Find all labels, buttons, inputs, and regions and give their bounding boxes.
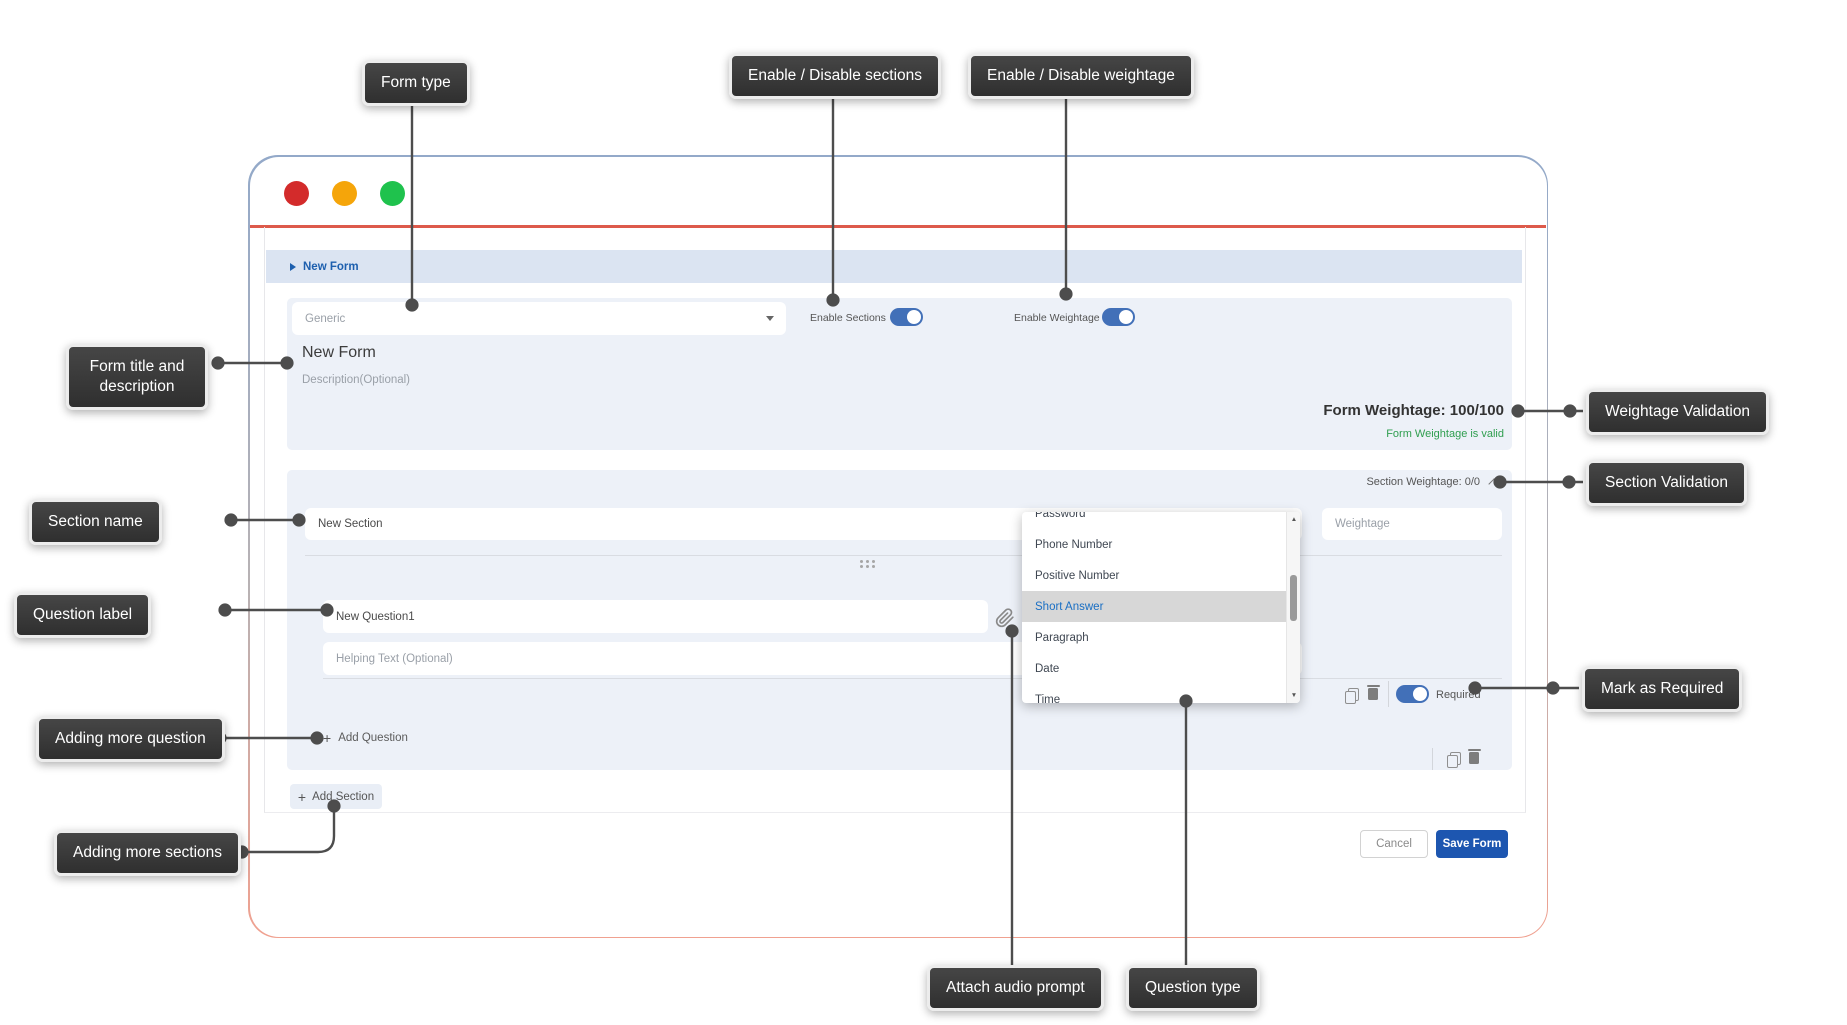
- scrollbar-thumb[interactable]: [1290, 575, 1297, 621]
- plus-icon: +: [297, 788, 307, 805]
- plus-icon: +: [323, 730, 332, 746]
- callout-attach-audio-prompt: Attach audio prompt: [927, 965, 1104, 1012]
- form-title-input[interactable]: New Form: [302, 344, 376, 361]
- form-weightage-status: Form Weightage is valid: [1386, 428, 1504, 440]
- enable-weightage-label: Enable Weightage: [1014, 312, 1100, 324]
- callout-weightage-validation: Weightage Validation: [1586, 389, 1770, 436]
- cancel-button[interactable]: Cancel: [1360, 830, 1428, 858]
- section-divider: [305, 555, 1502, 556]
- copy-question-icon[interactable]: [1344, 688, 1359, 704]
- footer-divider: [1388, 681, 1389, 707]
- callout-adding-more-question: Adding more question: [36, 716, 225, 763]
- enable-sections-toggle[interactable]: [890, 308, 923, 326]
- add-question-button[interactable]: + Add Question: [323, 731, 408, 745]
- dropdown-scrollbar[interactable]: ▲ ▼: [1286, 512, 1300, 703]
- dropdown-item-password[interactable]: Password: [1035, 512, 1086, 520]
- form-description-input[interactable]: Description(Optional): [302, 374, 411, 386]
- titlebar-divider: [250, 225, 1546, 228]
- callout-form-type: Form type: [362, 60, 470, 107]
- section-footer-divider: [1432, 748, 1433, 770]
- dropdown-item-phone-number[interactable]: Phone Number: [1035, 538, 1113, 551]
- dropdown-item-short-answer[interactable]: Short Answer: [1022, 591, 1286, 622]
- enable-weightage-toggle[interactable]: [1102, 308, 1135, 326]
- section-weightage-label: Section Weightage: 0/0: [1366, 476, 1480, 488]
- callout-section-name: Section name: [29, 499, 162, 546]
- question-label-value: New Question1: [336, 610, 415, 623]
- delete-question-icon[interactable]: [1366, 684, 1380, 700]
- add-section-button[interactable]: + Add Section: [290, 784, 382, 809]
- save-form-button[interactable]: Save Form: [1436, 830, 1508, 858]
- add-question-label: Add Question: [338, 732, 408, 744]
- section-name-value: New Section: [318, 518, 383, 530]
- callout-question-label: Question label: [14, 592, 152, 639]
- scroll-down-icon[interactable]: ▼: [1290, 692, 1298, 699]
- window-close-button[interactable]: [284, 181, 309, 206]
- dropdown-item-time[interactable]: Time: [1035, 693, 1061, 704]
- callout-enable-weightage: Enable / Disable weightage: [968, 53, 1194, 100]
- scroll-up-icon[interactable]: ▲: [1290, 516, 1298, 523]
- add-section-label: Add Section: [312, 790, 375, 803]
- dropdown-item-date[interactable]: Date: [1035, 662, 1060, 675]
- callout-mark-as-required: Mark as Required: [1582, 666, 1743, 713]
- window-minimize-button[interactable]: [332, 181, 357, 206]
- form-type-select[interactable]: Generic: [292, 302, 786, 335]
- form-type-value: Generic: [305, 312, 346, 325]
- callout-enable-sections: Enable / Disable sections: [729, 53, 942, 100]
- breadcrumb-arrow-icon: [290, 262, 296, 271]
- dropdown-item-paragraph[interactable]: Paragraph: [1035, 631, 1089, 644]
- form-weightage-label: Form Weightage: 100/100: [1323, 402, 1504, 419]
- window-maximize-button[interactable]: [380, 181, 405, 206]
- chevron-down-icon: [766, 316, 774, 321]
- callout-form-title-description: Form title and description: [66, 344, 208, 411]
- dropdown-item-positive-number[interactable]: Positive Number: [1035, 569, 1120, 582]
- helping-text-placeholder: Helping Text (Optional): [336, 652, 453, 665]
- paperclip-icon[interactable]: [995, 604, 1015, 632]
- question-type-dropdown: Password Phone Number Positive Number Sh…: [1022, 512, 1300, 703]
- section-weightage-input[interactable]: Weightage: [1322, 508, 1502, 540]
- callout-adding-more-sections: Adding more sections: [54, 830, 242, 877]
- delete-section-icon[interactable]: [1467, 748, 1481, 764]
- copy-section-icon[interactable]: [1446, 752, 1461, 768]
- question-label-input[interactable]: New Question1: [323, 600, 988, 633]
- section-weightage-placeholder: Weightage: [1335, 518, 1390, 530]
- question-footer-divider: [323, 678, 1502, 679]
- drag-handle-icon[interactable]: [860, 560, 863, 563]
- breadcrumb: New Form: [303, 260, 359, 273]
- required-label: Required: [1436, 689, 1481, 701]
- callout-section-validation: Section Validation: [1586, 460, 1747, 507]
- enable-sections-label: Enable Sections: [810, 312, 886, 324]
- callout-question-type: Question type: [1126, 965, 1260, 1012]
- breadcrumb-bar: New Form: [266, 250, 1522, 283]
- required-toggle[interactable]: [1396, 685, 1429, 703]
